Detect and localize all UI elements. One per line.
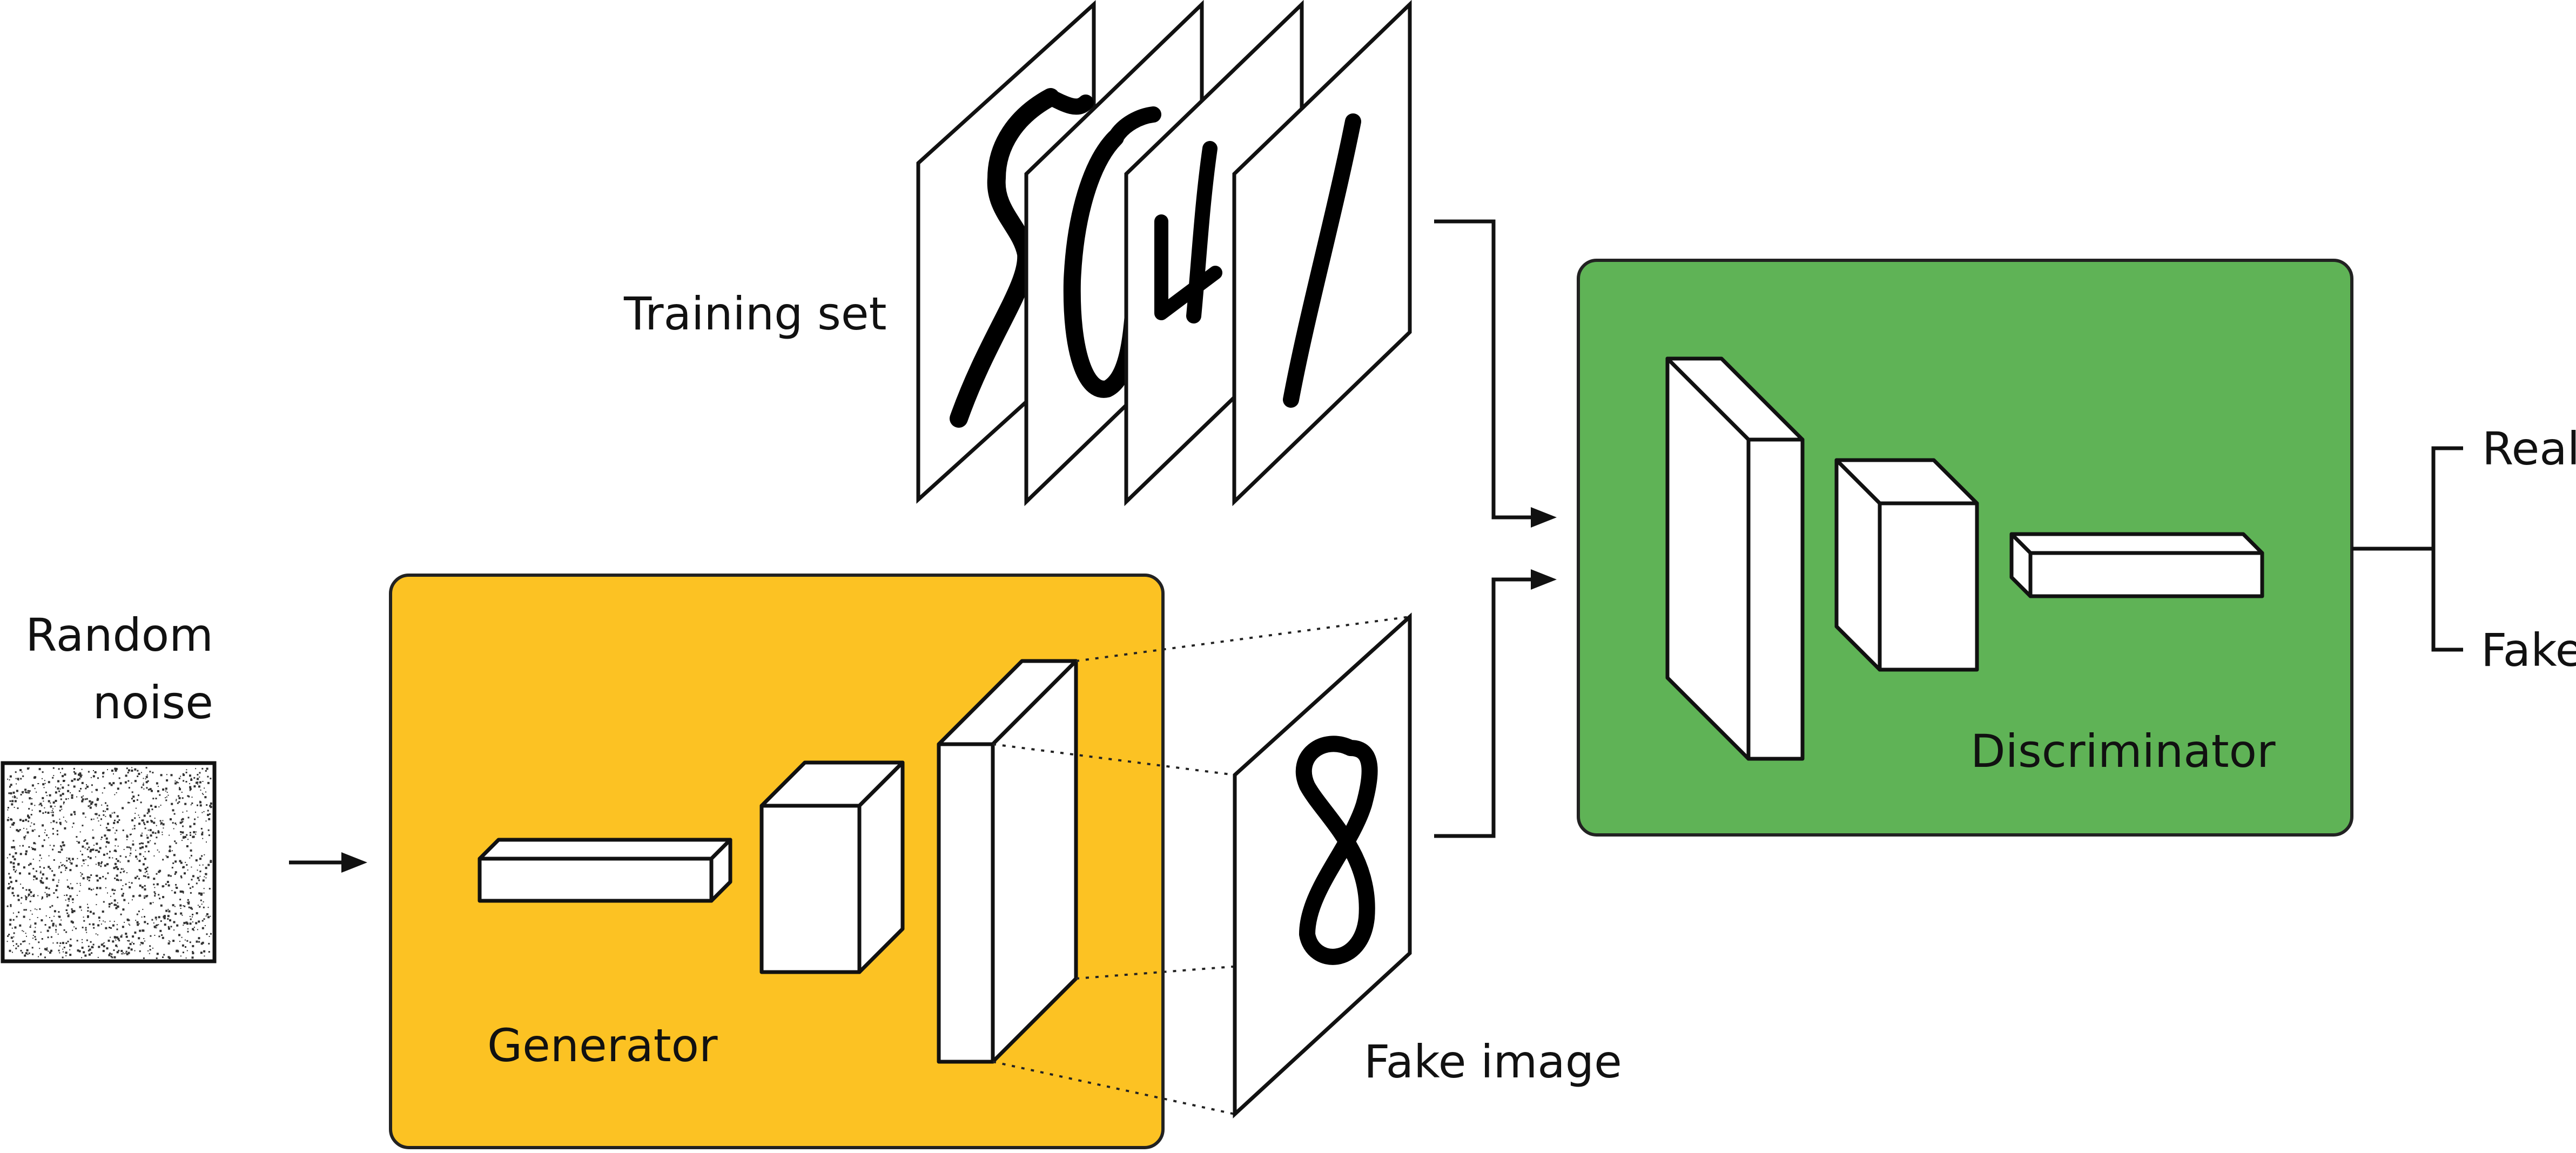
arrow-noise-to-generator <box>289 852 367 873</box>
generator-block-large <box>937 659 1078 1064</box>
generator-block-medium <box>759 760 905 974</box>
generator-block-small <box>477 838 732 903</box>
arrow-fake-to-discriminator <box>1434 569 1557 838</box>
noise-speckles <box>6 767 212 959</box>
generator-label: Generator <box>487 1019 718 1072</box>
random-noise-label-line1: Random <box>25 609 213 662</box>
discriminator-label: Discriminator <box>1970 725 2276 778</box>
fake-image-label: Fake image <box>1364 1035 1622 1088</box>
discriminator-block-medium <box>1834 458 1979 672</box>
fake-label: Fake <box>2481 624 2576 677</box>
discriminator-block-large <box>1665 356 1805 761</box>
training-card-4 <box>1124 0 1304 507</box>
random-noise-label-line2: noise <box>93 676 213 729</box>
training-set-label: Training set <box>623 287 887 340</box>
fake-image-card <box>1233 612 1412 1118</box>
real-label: Real <box>2482 422 2576 475</box>
discriminator-block-small <box>2009 532 2264 598</box>
training-card-1 <box>1232 0 1412 507</box>
arrow-training-to-discriminator <box>1434 219 1557 528</box>
noise-image <box>1 761 217 963</box>
output-bracket <box>2352 446 2463 652</box>
